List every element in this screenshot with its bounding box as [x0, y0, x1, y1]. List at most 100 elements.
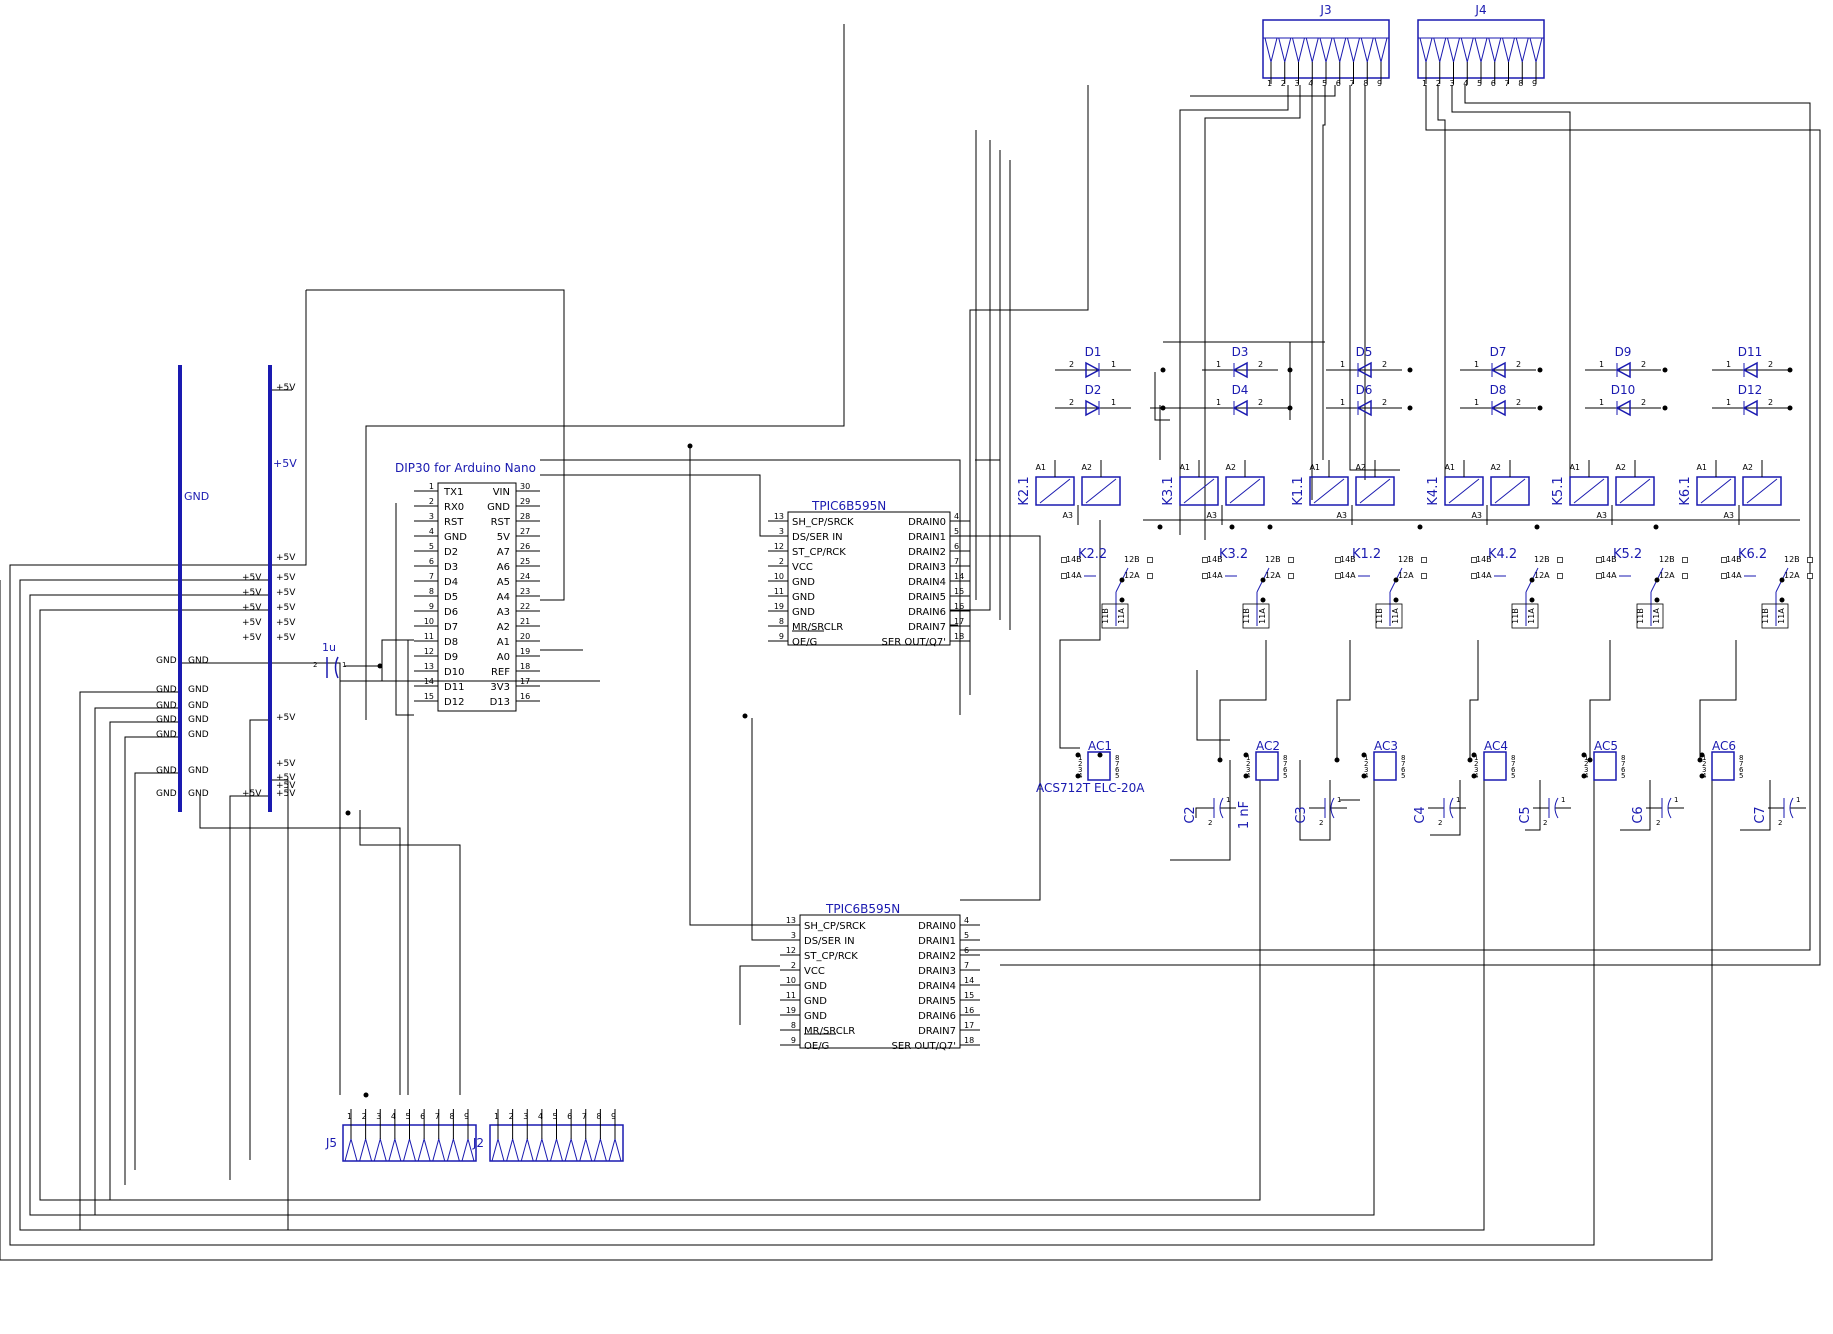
nano-pin-number: 7	[429, 572, 434, 581]
contact-pin: 14A	[1066, 571, 1082, 580]
net-label-vcc: +5V	[242, 573, 262, 583]
shift2-pin-number: 6	[964, 946, 969, 955]
shift2-pin-name: DRAIN0	[918, 921, 956, 932]
relay-coil-ref: K3.1	[1161, 476, 1176, 505]
wire	[1204, 85, 1301, 540]
nano-pin-number: 1	[429, 482, 434, 491]
nano-pin-number: 9	[429, 602, 434, 611]
connector-pin-number: 7	[1350, 79, 1355, 88]
nano-pin-number: 30	[520, 482, 530, 491]
shift2-pin-number: 14	[964, 976, 974, 985]
net-label-vcc: +5V	[242, 588, 262, 598]
net-label-gnd: GND	[156, 789, 177, 799]
pin-stub	[1202, 557, 1208, 563]
nano-pin-name: A4	[497, 592, 510, 603]
connector-pin-shape	[1305, 37, 1319, 63]
contact-pin: 11B	[1761, 608, 1770, 624]
shift1-pin-name: VCC	[792, 562, 813, 573]
net-label-gnd: GND	[188, 766, 209, 776]
wire	[1589, 640, 1611, 760]
diode-pin: 2	[1641, 360, 1646, 369]
pin-stub	[1061, 557, 1067, 563]
connector-pin-number: 4	[538, 1112, 543, 1121]
diode-pin: 1	[1111, 398, 1116, 407]
pin-stub	[1807, 557, 1813, 563]
shift1-pin-name: DRAIN0	[908, 517, 946, 528]
connector-pin-number: 4	[1308, 79, 1313, 88]
diode-symbol	[1356, 361, 1372, 379]
nano-pin-number: 16	[520, 692, 530, 701]
shift1-pin-number: 7	[954, 557, 959, 566]
connector-pin-shape	[535, 1137, 549, 1162]
connector-pin-shape	[506, 1137, 520, 1162]
shift1-pin-name: OE/G	[792, 637, 817, 648]
capacitor-ref: C6	[1631, 806, 1646, 823]
net-label-vcc: +5V	[276, 759, 296, 769]
wire	[229, 795, 270, 1180]
nano-pin-number: 15	[424, 692, 434, 701]
sensor-pin: 7	[1401, 760, 1405, 768]
connector-pin-number: 6	[420, 1112, 425, 1121]
nano-body	[437, 482, 517, 712]
connector-pin-shape	[1515, 37, 1529, 63]
shift2-pin-number: 16	[964, 1006, 974, 1015]
capacitor-ref: C4	[1413, 806, 1428, 823]
connector-ref: J4	[1474, 3, 1486, 17]
connector-pin-number: 9	[1532, 79, 1537, 88]
coil-pin: A3	[1596, 511, 1607, 520]
connector-pin-shape	[359, 1137, 373, 1162]
junction-dot	[1361, 752, 1367, 758]
cap-pin: 1	[1796, 796, 1800, 804]
nano-pin-name: 3V3	[490, 682, 510, 693]
shift2-pin-name: DRAIN6	[918, 1011, 956, 1022]
junction-dot	[1537, 367, 1543, 373]
diode-ref: D9	[1615, 345, 1632, 359]
shift1-pin-number: 12	[774, 542, 784, 551]
wire	[1170, 760, 1231, 861]
junction-dot	[1653, 524, 1659, 530]
pin-stub	[1147, 573, 1153, 579]
sensor-pin: 1	[1246, 754, 1250, 762]
wire	[950, 535, 1041, 901]
coil-slash	[1183, 478, 1215, 504]
diode-pin: 1	[1599, 398, 1604, 407]
net-label-vcc: +5V	[276, 781, 296, 791]
coil-slash	[1313, 478, 1345, 504]
coil-pin: A2	[1081, 463, 1092, 472]
wire	[1740, 780, 1771, 831]
connector-pin-number: 1	[347, 1112, 352, 1121]
sensor-pin: 1	[1584, 754, 1588, 762]
sensor-pin: 5	[1739, 772, 1743, 780]
connector-pin-shape	[593, 1137, 607, 1162]
cap-1u-label: 1u	[322, 641, 336, 654]
diode-symbol	[1742, 399, 1758, 417]
shift1-pin-number: 4	[954, 512, 959, 521]
net-label-vcc: +5V	[276, 603, 296, 613]
current-sensors: AC181726354AC281726354AC381726354AC48172…	[1036, 739, 1744, 795]
pin-stub	[1202, 573, 1208, 579]
connector-pin-shape	[1502, 37, 1515, 63]
connector-pin-shape	[1360, 37, 1374, 63]
nano-pin-name: D3	[444, 562, 458, 573]
contact-pinbox	[1511, 603, 1539, 629]
wire	[270, 290, 307, 566]
shift2-pin-name: SH_CP/SRCK	[804, 921, 866, 932]
cap-pin: 2	[1543, 819, 1547, 827]
shift2-pin-name: GND	[804, 1011, 827, 1022]
diode-pin: 2	[1641, 398, 1646, 407]
connector-pin-number: 8	[449, 1112, 454, 1121]
shift1-pin-number: 16	[954, 602, 964, 611]
capacitor-ref: C3	[1294, 806, 1309, 823]
nano-pin-number: 18	[520, 662, 530, 671]
junction-dot	[363, 1092, 369, 1098]
diode-ref: D4	[1232, 383, 1249, 397]
wire	[1430, 780, 1461, 836]
junction-dot	[1160, 405, 1166, 411]
capacitor-value: 1 nF	[1237, 801, 1252, 829]
net-label-vcc: +5V	[242, 618, 262, 628]
cap-plate	[1554, 797, 1559, 819]
net-label-vcc: +5V	[276, 713, 296, 723]
connector-pin-shape	[417, 1137, 431, 1162]
contact-pin: 12B	[1124, 555, 1140, 564]
